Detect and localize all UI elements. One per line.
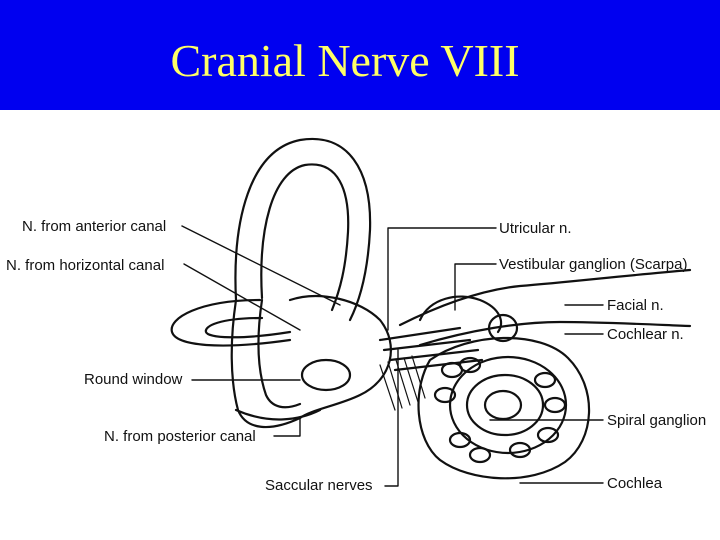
label-anterior-canal: N. from anterior canal — [22, 218, 167, 235]
label-cochlea: Cochlea — [607, 475, 663, 492]
leader-posterior — [273, 417, 301, 437]
horizontal-canal-inner — [204, 316, 292, 339]
leader-utricular — [387, 227, 497, 331]
label-round-window: Round window — [84, 371, 183, 388]
label-spiral-ganglion: Spiral ganglion — [607, 412, 707, 429]
horizontal-canal — [170, 298, 292, 347]
label-posterior-canal: N. from posterior canal — [104, 428, 256, 445]
nerve-trunk-upper — [398, 268, 692, 327]
anterior-canal-inner — [260, 163, 350, 312]
label-saccular-nerves: Saccular nerves — [265, 477, 373, 494]
vestibule — [288, 294, 392, 420]
inner-ear-diagram — [170, 137, 692, 487]
round-window — [300, 358, 352, 392]
nerve-trunk-lower — [418, 320, 692, 347]
label-horizontal-canal: N. from horizontal canal — [6, 257, 165, 274]
facial-nerve — [487, 313, 519, 343]
label-utricular: Utricular n. — [499, 220, 572, 237]
leader-horizontal — [183, 263, 301, 331]
label-cochlear-nerve: Cochlear n. — [607, 326, 684, 343]
anterior-canal — [234, 137, 372, 322]
vestibular-ganglion — [418, 295, 503, 334]
cochlea — [417, 336, 591, 480]
title-bar: Cranial Nerve VIII — [0, 0, 720, 110]
label-facial-nerve: Facial n. — [607, 297, 664, 314]
leader-saccular — [384, 349, 399, 487]
posterior-canal-inner — [257, 298, 302, 409]
label-vestibular-ganglion: Vestibular ganglion (Scarpa) — [499, 256, 688, 273]
leader-anterior — [181, 225, 341, 306]
slide-title: Cranial Nerve VIII — [170, 35, 520, 86]
leader-vestibular — [454, 263, 497, 311]
